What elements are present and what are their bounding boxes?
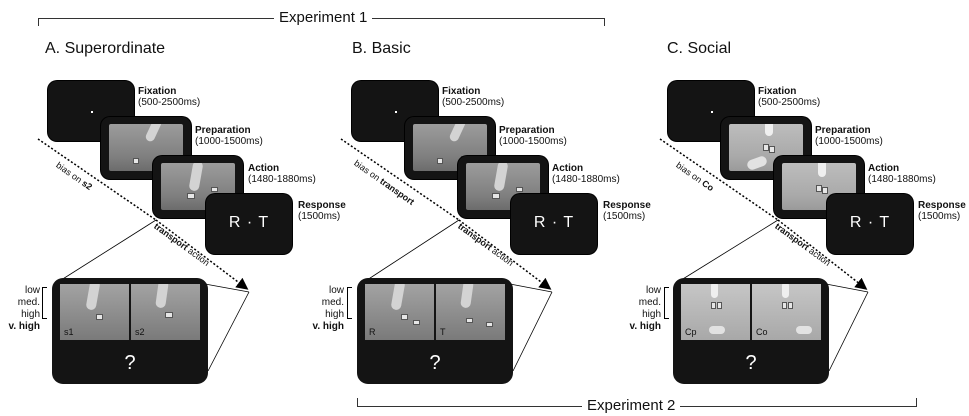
response-options: R · T (533, 214, 575, 232)
preparation-image (729, 124, 803, 171)
panel-b-lines (340, 138, 553, 372)
choice-thumb-left[interactable]: Cp (681, 284, 750, 340)
preparation-label: Preparation(1000-1500ms) (195, 125, 263, 147)
response-label: Response(1500ms) (298, 200, 346, 222)
preparation-screen (721, 117, 811, 179)
question-mark: ? (429, 352, 441, 374)
fixation-label: Fixation(500-2500ms) (442, 86, 505, 108)
fixation-label: Fixation(500-2500ms) (138, 86, 201, 108)
response-options: R · T (228, 214, 270, 232)
fixation-dot (711, 111, 713, 113)
preparation-label: Preparation(1000-1500ms) (499, 125, 567, 147)
response-choice-screen: s1 s2 ? (52, 278, 208, 384)
choice-thumb-right[interactable]: Co (752, 284, 821, 340)
action-label: Action(1480-1880ms) (248, 163, 316, 185)
confidence-scale: low med. high v. high (8, 285, 40, 332)
confidence-scale: low med. high v. high (629, 285, 661, 332)
choice-thumb-left[interactable]: s1 (60, 284, 129, 340)
choice-thumb-left[interactable]: R (365, 284, 434, 340)
question-mark: ? (745, 352, 757, 374)
response-options: R · T (849, 214, 891, 232)
panel-title: B. Basic (352, 40, 411, 57)
fixation-label: Fixation(500-2500ms) (758, 86, 821, 108)
fixation-dot (91, 111, 93, 113)
panel-a-lines (37, 138, 250, 372)
experiment-2-label: Experiment 2 (582, 397, 681, 414)
confidence-scale: low med. high v. high (312, 285, 344, 332)
panel-title: A. Superordinate (45, 40, 166, 57)
choice-thumb-right[interactable]: T (436, 284, 505, 340)
response-screen: R · T (206, 194, 292, 254)
response-screen: R · T (511, 194, 597, 254)
response-label: Response(1500ms) (603, 200, 651, 222)
action-label: Action(1480-1880ms) (552, 163, 620, 185)
response-label: Response(1500ms) (918, 200, 966, 222)
question-mark: ? (124, 352, 136, 374)
action-label: Action(1480-1880ms) (868, 163, 936, 185)
preparation-label: Preparation(1000-1500ms) (815, 125, 883, 147)
response-choice-screen: Cp Co ? (673, 278, 829, 384)
experiment-1-label: Experiment 1 (274, 9, 373, 26)
panel-c-lines (659, 138, 869, 372)
panel-title: C. Social (667, 40, 732, 57)
response-choice-screen: R T ? (357, 278, 513, 384)
fixation-dot (395, 111, 397, 113)
response-screen: R · T (827, 194, 913, 254)
choice-thumb-right[interactable]: s2 (131, 284, 200, 340)
